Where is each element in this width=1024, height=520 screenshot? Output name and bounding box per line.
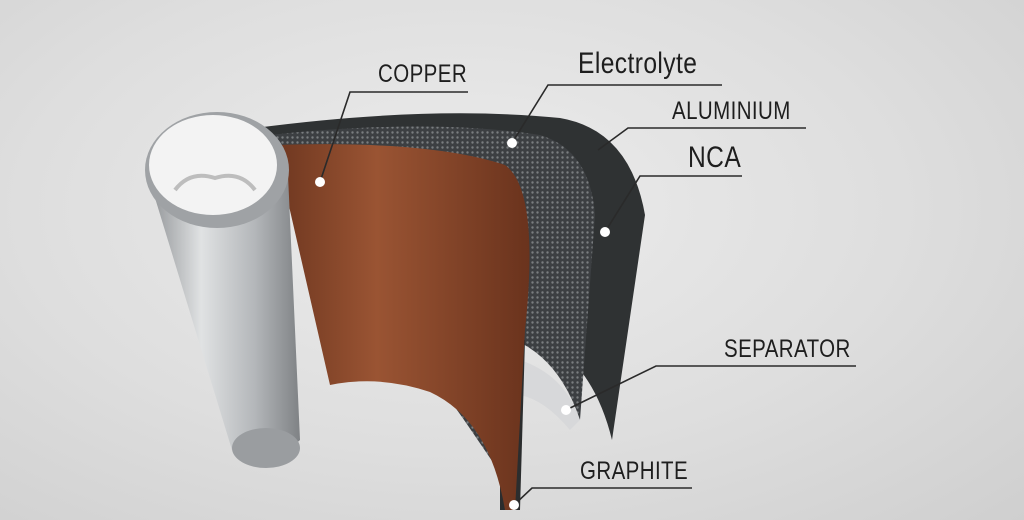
nca-leader — [604, 175, 742, 233]
electrolyte-leader — [511, 84, 722, 144]
graphite-leader — [513, 487, 692, 506]
copper-leader — [319, 91, 468, 183]
electrolyte-dot — [507, 138, 517, 148]
separator-dot — [561, 405, 571, 415]
aluminium-leader — [597, 127, 806, 151]
aluminium-label: ALUMINIUM — [672, 97, 791, 125]
electrolyte-label: Electrolyte — [578, 47, 698, 80]
copper-dot — [315, 177, 325, 187]
copper-label: COPPER — [378, 60, 468, 88]
cylinder-body — [148, 175, 300, 461]
separator-label: SEPARATOR — [724, 335, 851, 363]
graphite-label: GRAPHITE — [580, 457, 689, 485]
nca-dot — [600, 227, 610, 237]
nca-label: NCA — [688, 141, 742, 174]
cylinder-cap-top — [149, 115, 277, 215]
separator-leader — [565, 365, 856, 411]
graphite-dot — [509, 500, 519, 510]
copper-sheet — [275, 144, 530, 510]
cap-clip — [173, 173, 257, 192]
cylinder-bottom — [232, 428, 300, 468]
